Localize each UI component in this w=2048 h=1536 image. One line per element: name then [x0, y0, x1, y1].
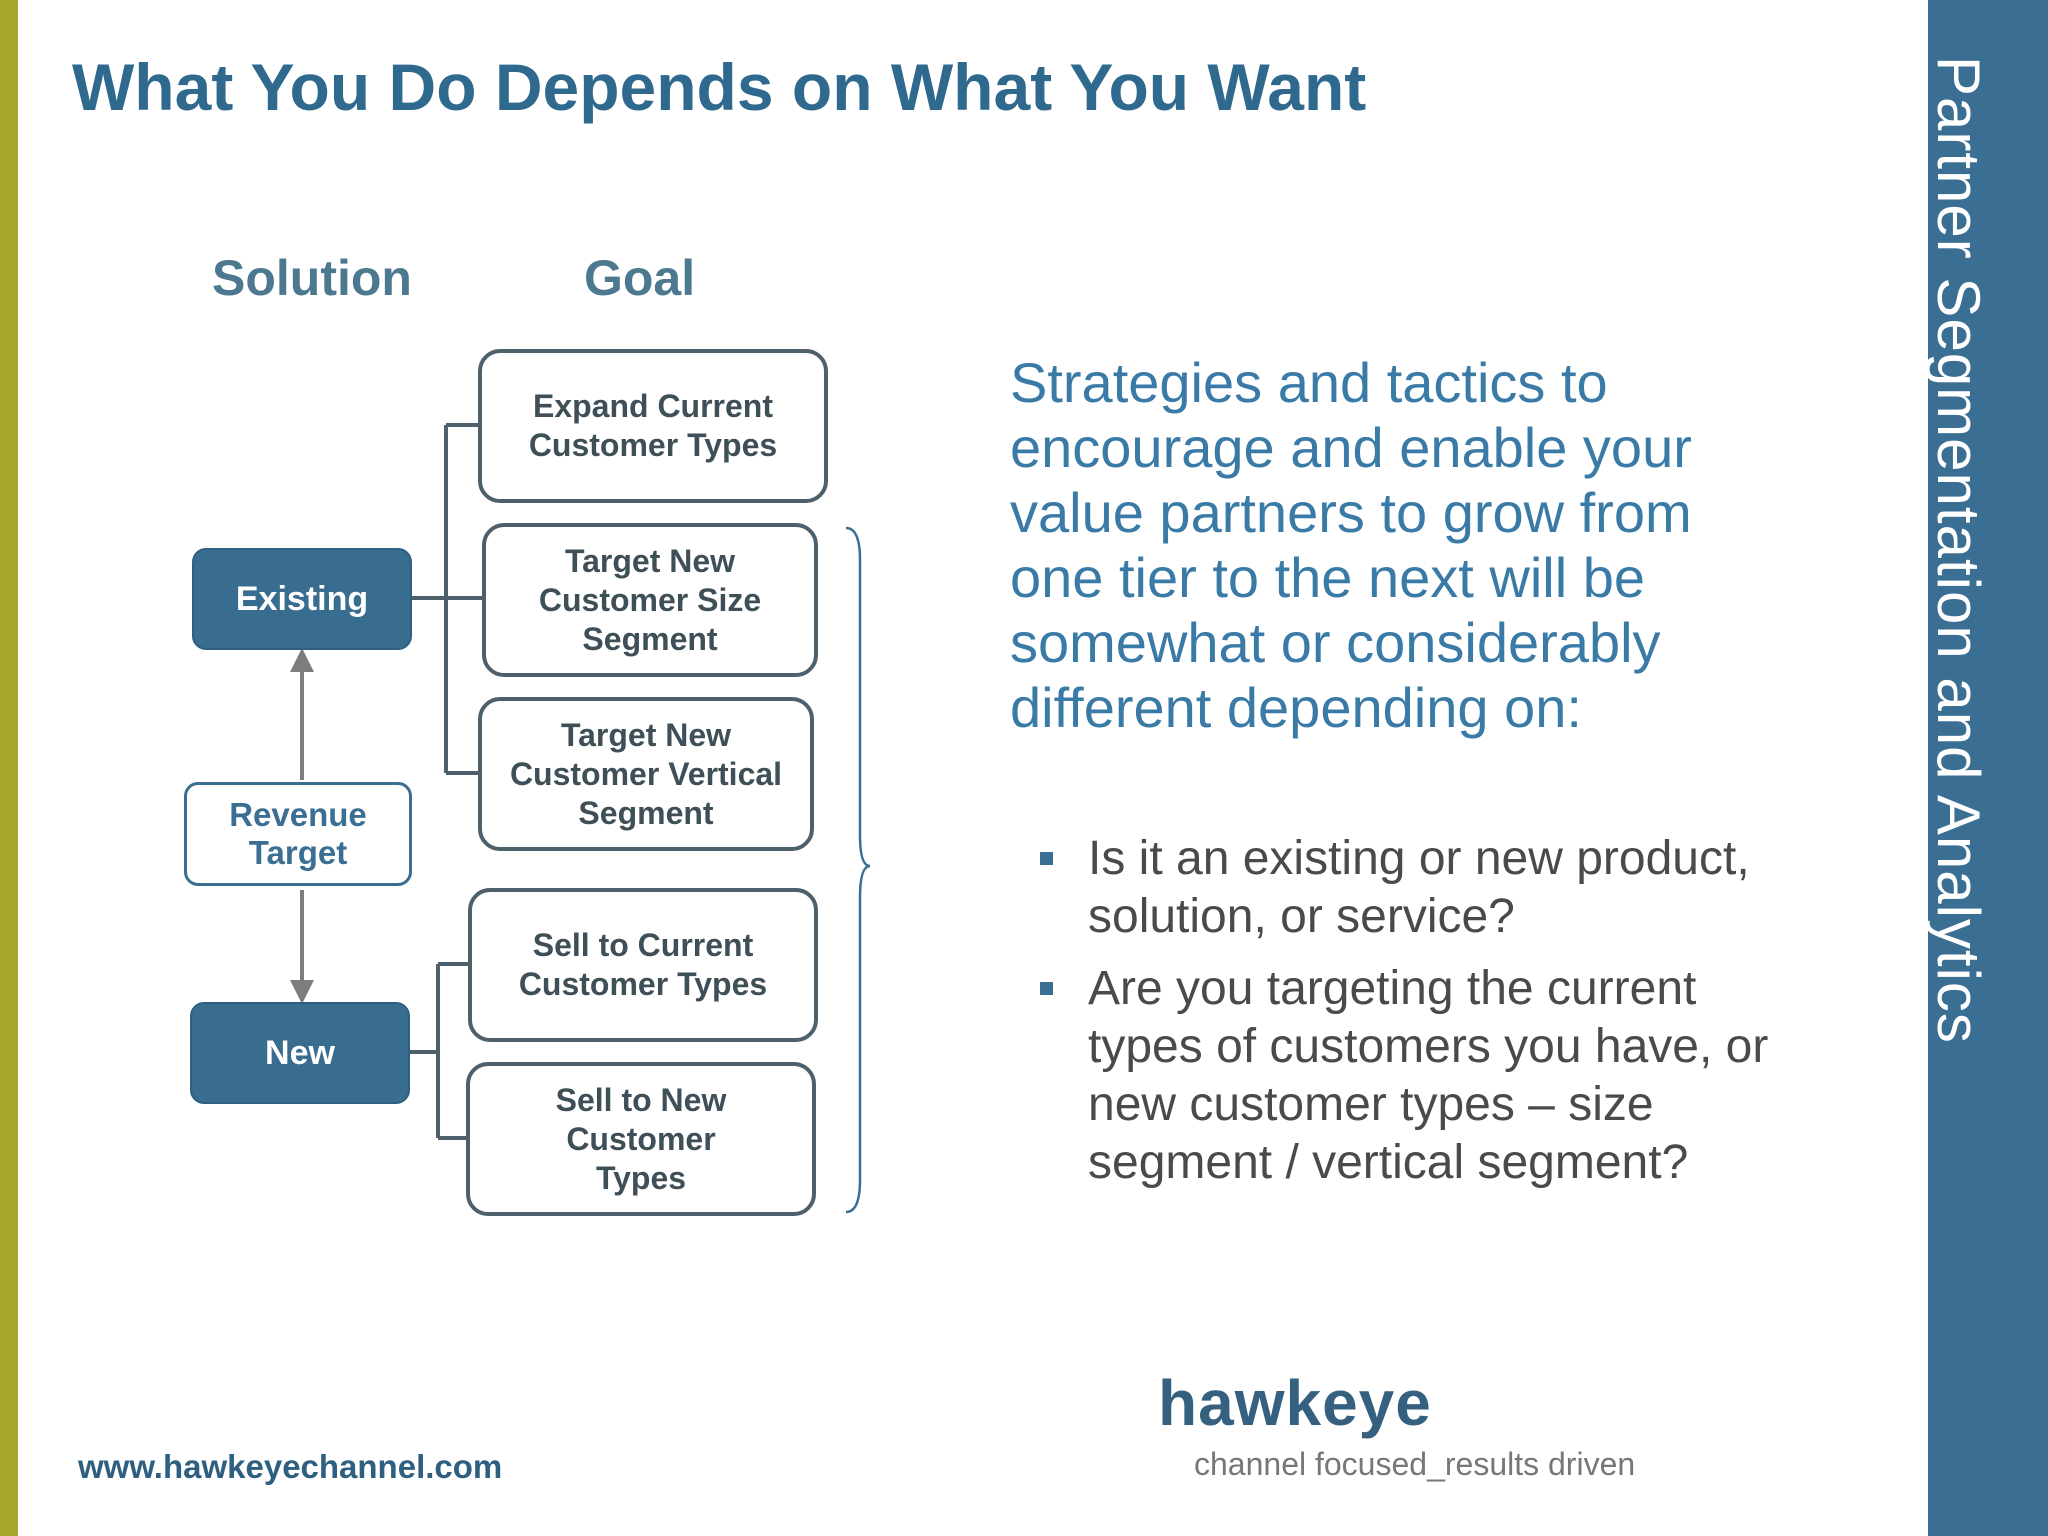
website-url: www.hawkeyechannel.com	[78, 1448, 503, 1485]
solution-header: Solution	[212, 250, 412, 306]
curly-brace	[845, 526, 871, 1214]
page-title: What You Do Depends on What You Want	[72, 50, 1367, 124]
new-box: New	[190, 1002, 410, 1104]
goal-box-sell-current: Sell to Current Customer Types	[468, 888, 818, 1042]
left-accent-stripe	[0, 0, 18, 1536]
bullet-list: Is it an existing or new product, soluti…	[1036, 830, 1776, 1206]
bullet-text: Are you targeting the current types of c…	[1088, 962, 1769, 1189]
square-bullet-icon	[1040, 982, 1053, 995]
goal-box-expand-current: Expand Current Customer Types	[478, 349, 828, 503]
revenue-target-box: Revenue Target	[184, 782, 412, 886]
existing-box: Existing	[192, 548, 412, 650]
list-item: Is it an existing or new product, soluti…	[1036, 830, 1776, 946]
existing-connector	[412, 423, 482, 775]
bullet-text: Is it an existing or new product, soluti…	[1088, 832, 1750, 943]
goal-box-target-size: Target New Customer Size Segment	[482, 523, 818, 677]
list-item: Are you targeting the current types of c…	[1036, 960, 1776, 1192]
hawkeye-logo: hawkeye	[1158, 1367, 1432, 1439]
intro-paragraph: Strategies and tactics to encourage and …	[1010, 351, 1692, 739]
square-bullet-icon	[1040, 852, 1053, 865]
new-connector	[410, 962, 468, 1140]
goal-box-sell-new: Sell to New Customer Types	[466, 1062, 816, 1216]
goal-box-target-vertical: Target New Customer Vertical Segment	[478, 697, 814, 851]
logo-tagline: channel focused_results driven	[1194, 1446, 1636, 1482]
right-side-band	[1928, 0, 2048, 1536]
goal-header: Goal	[584, 250, 696, 306]
